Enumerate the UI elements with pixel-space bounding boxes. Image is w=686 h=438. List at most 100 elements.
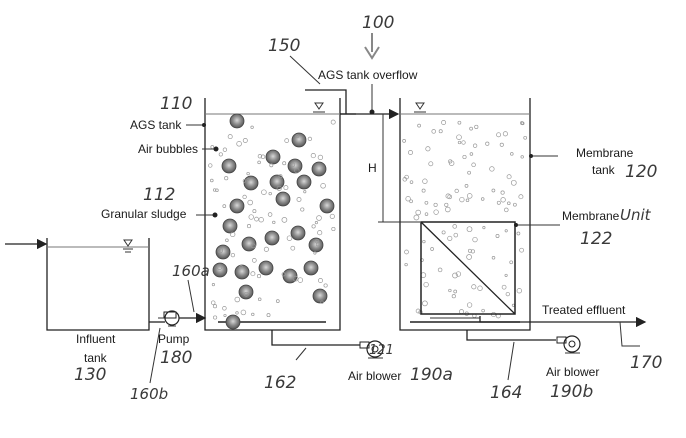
- air-bubble: [500, 143, 503, 146]
- air-bubble: [247, 172, 250, 175]
- air-bubble: [423, 179, 428, 184]
- air-bubble: [258, 298, 261, 301]
- air-bubble: [466, 199, 469, 202]
- air-bubble: [467, 303, 472, 308]
- air-bubble: [264, 247, 268, 251]
- air-blower-b-icon: [557, 336, 580, 353]
- air-bubble: [425, 201, 428, 204]
- air-bubble: [223, 148, 227, 152]
- air-bubble: [423, 240, 426, 243]
- air-bubble: [470, 127, 473, 130]
- air-bubble: [481, 198, 484, 201]
- granule: [244, 176, 258, 190]
- ref-112: 112: [143, 185, 175, 205]
- leader-162: [296, 348, 306, 360]
- air-bubble: [497, 201, 500, 204]
- air-bubble: [269, 192, 272, 195]
- granule: [226, 315, 240, 329]
- air-bubble: [405, 250, 409, 254]
- air-bubble: [501, 191, 504, 194]
- ref-121: 121: [369, 343, 394, 358]
- air-bubble: [308, 137, 312, 141]
- air-bubble: [249, 215, 254, 220]
- air-bubble: [324, 284, 327, 287]
- air-bubble: [247, 224, 250, 227]
- air-bubble: [318, 278, 322, 282]
- air-bubble: [408, 150, 412, 154]
- air-bubble: [301, 208, 304, 211]
- ref-120: 120: [625, 162, 657, 182]
- air-bubble: [252, 258, 256, 262]
- ref-180: 180: [160, 348, 192, 368]
- air-bubble: [284, 186, 288, 190]
- air-bubble: [425, 213, 428, 216]
- label-granular-sludge: Granular sludge: [101, 207, 187, 221]
- air-bubble: [501, 198, 506, 203]
- air-bubble: [457, 135, 462, 140]
- air-bubble: [467, 194, 472, 199]
- air-bubble: [460, 197, 465, 202]
- air-bubble: [406, 196, 411, 201]
- air-bubble: [520, 248, 524, 252]
- air-bubble: [449, 289, 452, 292]
- air-bubble: [465, 184, 468, 187]
- air-bubble: [492, 256, 495, 259]
- granule: [320, 199, 334, 213]
- air-bubble: [483, 226, 485, 228]
- ref-unit-word: Unit: [620, 206, 652, 224]
- dot-air-bubbles: [214, 147, 219, 152]
- air-bubble: [468, 171, 471, 174]
- air-bubble: [235, 297, 240, 302]
- dot-ags-tank: [202, 123, 206, 127]
- air-bubble: [223, 306, 227, 310]
- air-bubble: [482, 309, 485, 312]
- air-bubble: [318, 231, 322, 235]
- air-bubble: [212, 283, 214, 285]
- air-bubble: [513, 203, 516, 206]
- overflow-dot: [370, 110, 375, 115]
- air-line-164: [467, 330, 556, 340]
- air-bubble: [416, 210, 421, 215]
- leader-150: [290, 56, 320, 84]
- label-height: H: [368, 161, 377, 175]
- air-bubble: [228, 135, 232, 139]
- granule: [313, 289, 327, 303]
- air-bubble: [241, 310, 246, 315]
- air-bubble: [243, 195, 247, 199]
- granule: [266, 150, 280, 164]
- granule: [230, 199, 244, 213]
- air-bubble: [505, 274, 507, 276]
- ref-122: 122: [580, 229, 612, 249]
- air-bubble: [209, 164, 213, 168]
- air-bubble: [511, 180, 516, 185]
- air-bubble: [507, 202, 510, 205]
- air-bubble: [455, 189, 459, 193]
- air-line-162: [272, 330, 360, 345]
- influent-tank: [47, 238, 149, 330]
- granule: [222, 159, 236, 173]
- air-bubble: [459, 310, 463, 314]
- air-bubble: [462, 141, 466, 145]
- ref-100: 100: [362, 13, 394, 33]
- granule: [223, 219, 237, 233]
- air-bubble: [257, 274, 260, 277]
- air-bubble: [512, 304, 514, 306]
- label-ags-tank-overflow: AGS tank overflow: [318, 68, 418, 82]
- air-bubble: [424, 282, 429, 287]
- air-bubble: [442, 231, 445, 234]
- air-bubble: [439, 130, 442, 133]
- air-bubble: [458, 121, 461, 124]
- air-bubble: [317, 216, 322, 221]
- air-bubble: [490, 167, 495, 172]
- membrane-unit: [421, 222, 515, 314]
- granule: [304, 261, 318, 275]
- air-bubble: [426, 147, 430, 151]
- air-bubble: [434, 203, 437, 206]
- air-bubble: [243, 138, 247, 142]
- air-bubble: [429, 162, 433, 166]
- air-bubble: [470, 153, 473, 156]
- air-bubble: [273, 221, 276, 224]
- air-bubble: [410, 181, 413, 184]
- air-bubble: [422, 189, 425, 192]
- air-bubble: [510, 153, 513, 156]
